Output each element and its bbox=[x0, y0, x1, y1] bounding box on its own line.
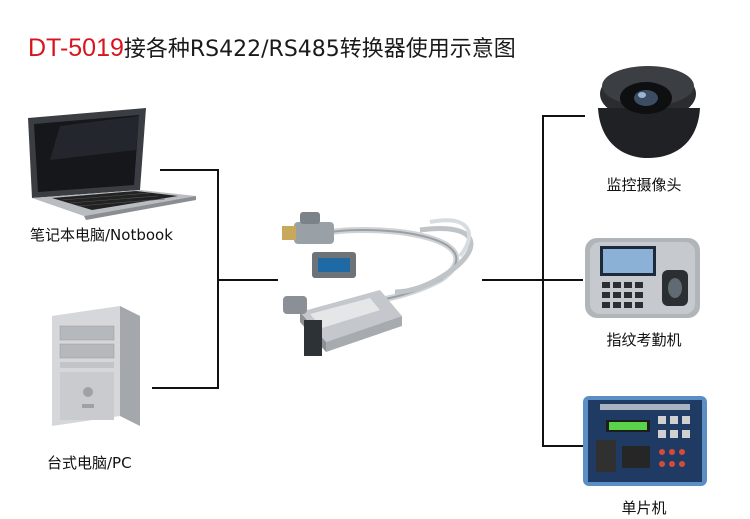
desktop-label: 台式电脑/PC bbox=[47, 454, 132, 472]
connection-lines bbox=[152, 115, 585, 447]
line-desktop bbox=[152, 280, 219, 389]
usb-converter-cable-icon bbox=[282, 212, 474, 356]
attendance-machine-icon bbox=[585, 238, 700, 318]
desktop-icon bbox=[52, 306, 140, 426]
laptop-icon bbox=[28, 108, 196, 220]
diagram-title: DT-5019接各种RS422/RS485转换器使用示意图 bbox=[28, 28, 516, 68]
camera-label: 监控摄像头 bbox=[606, 176, 682, 194]
title-model: DT-5019 bbox=[28, 34, 124, 62]
mcu-label: 单片机 bbox=[621, 499, 667, 517]
title-text: 接各种RS422/RS485转换器使用示意图 bbox=[123, 37, 516, 62]
laptop-label: 笔记本电脑/Notbook bbox=[30, 226, 173, 244]
line-laptop bbox=[160, 169, 219, 280]
camera-icon bbox=[598, 66, 700, 158]
attendance-label: 指纹考勤机 bbox=[606, 331, 682, 349]
mcu-board-icon bbox=[583, 396, 707, 486]
